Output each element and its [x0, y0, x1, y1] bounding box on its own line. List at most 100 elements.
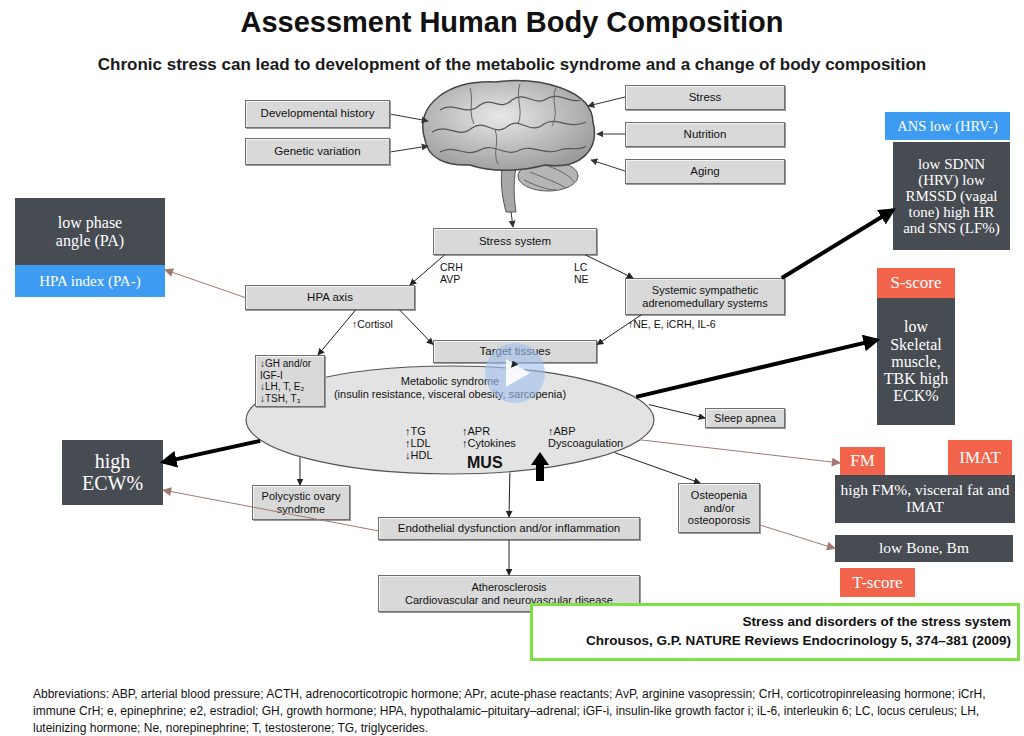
outcome-box: Osteopenia and/or osteoporosis: [678, 483, 760, 533]
flow-arrow: [410, 255, 445, 285]
node-text: Target tissues: [480, 345, 551, 358]
leader-line: [588, 97, 625, 106]
finding-box: high ECW%: [62, 440, 163, 505]
process-box: Target tissues: [433, 340, 597, 363]
flow-arrow: [299, 457, 300, 485]
input-box: Genetic variation: [245, 138, 390, 165]
cerebellum-folds: [524, 166, 574, 190]
node-text: Osteopenia and/or osteoporosis: [682, 489, 756, 527]
node-text: FM: [850, 451, 875, 471]
finding-box: low phase angle (PA): [15, 198, 165, 265]
node-text: S-score: [891, 273, 942, 293]
brain-illustration: [423, 81, 595, 212]
process-box: Systemic sympathetic adrenomedullary sys…: [625, 278, 785, 315]
node-text: MUS: [467, 454, 527, 472]
hormone-box: ↓GH and/or IGF-I↓LH, T, E₂↓TSH, T₃: [255, 355, 325, 407]
page-title: Assessment Human Body Composition: [0, 6, 1024, 39]
flow-arrow: [649, 405, 705, 418]
flow-arrow: [509, 473, 511, 517]
node-text: Aging: [690, 165, 719, 178]
node-text: low Skeletal muscle, TBK high ECK%: [883, 318, 949, 404]
outcome-box: Endothelial dysfunction and/or inflammat…: [378, 517, 640, 540]
node-text: ↑ABP Dyscoagulation: [548, 425, 628, 449]
outcome-box: Sleep apnea: [705, 408, 785, 428]
node-text: Stress and disorders of the stress syste…: [742, 613, 1011, 632]
input-leader-lines: [390, 97, 625, 227]
node-text: low phase angle (PA): [43, 214, 138, 249]
abbreviation-note: Abbreviations: ABP, arterial blood press…: [33, 686, 1008, 736]
signal-label: ↑Cortisol: [352, 318, 422, 330]
node-text: Stress system: [479, 235, 551, 248]
brain-stem: [501, 168, 516, 212]
flow-arrow: [586, 255, 633, 278]
score-badge: FM: [840, 447, 885, 475]
subtitle: Chronic stress can lead to development o…: [0, 55, 1024, 75]
node-text: low SDNN (HRV) low RMSSD (vagal tone) hi…: [898, 156, 1006, 237]
brain-sulci: [470, 84, 556, 164]
link-arrow: [760, 525, 835, 549]
input-box: Stress: [625, 85, 785, 110]
signal-label: LC NE: [574, 261, 600, 285]
node-text: Stress: [689, 91, 722, 104]
flow-arrow: [615, 453, 700, 483]
node-text: Sleep apnea: [714, 412, 776, 425]
finding-box: high FM%, visceral fat and IMAT: [835, 475, 1015, 523]
thick-arrow: [163, 441, 260, 462]
index-badge: ANS low (HRV-): [885, 112, 1010, 140]
node-text: ↓TSH, T₃: [260, 393, 301, 405]
leader-line: [591, 160, 625, 171]
edge-group: [163, 210, 893, 575]
node-text: HPA axis: [307, 291, 353, 304]
process-box: Stress system: [433, 228, 597, 255]
leader-line: [597, 134, 625, 135]
node-text: low Bone, Bm: [879, 540, 969, 557]
brain-gyri: [440, 146, 586, 153]
score-badge: S-score: [877, 268, 955, 298]
node-text: Chrousos, G.P. NATURE Reviews Endocrinol…: [586, 632, 1011, 651]
signal-label: CRH AVP: [440, 261, 472, 285]
input-box: Aging: [625, 159, 785, 184]
node-text: Atherosclerosis: [471, 581, 546, 594]
input-box: Nutrition: [625, 122, 785, 147]
finding-box: low Skeletal muscle, TBK high ECK%: [877, 298, 955, 425]
input-box: Developmental history: [245, 100, 390, 128]
leader-line: [511, 212, 513, 227]
flow-arrow: [318, 310, 356, 355]
node-text: Polycystic ovary syndrome: [259, 490, 343, 515]
index-badge: HPA index (PA-): [15, 265, 165, 297]
link-arrow: [165, 270, 245, 298]
node-text: ↑APR ↑Cytokines: [462, 425, 526, 449]
leader-line: [390, 146, 428, 152]
node-text: Genetic variation: [274, 145, 360, 158]
node-text: high FM%, visceral fat and IMAT: [839, 482, 1011, 515]
link-arrow: [640, 440, 840, 463]
leader-line: [390, 114, 428, 121]
process-box: HPA axis: [245, 285, 415, 310]
thick-arrow: [636, 340, 877, 397]
node-text: Endothelial dysfunction and/or inflammat…: [398, 522, 620, 535]
finding-box: low Bone, Bm: [835, 535, 1013, 562]
node-text: ↓LH, T, E₂: [260, 381, 304, 393]
node-text: ANS low (HRV-): [897, 118, 998, 135]
ellipse-shape: [246, 366, 654, 474]
node-text: Systemic sympathetic adrenomedullary sys…: [630, 284, 780, 309]
node-text: Nutrition: [684, 128, 727, 141]
flow-arrow: [512, 363, 516, 367]
node-text: HPA index (PA-): [39, 273, 140, 290]
node-text: ↓GH and/or IGF-I: [260, 358, 322, 381]
flow-arrow: [509, 540, 510, 575]
finding-box: low SDNN (HRV) low RMSSD (vagal tone) hi…: [893, 142, 1010, 250]
flow-arrow: [400, 310, 433, 345]
node-text: high ECW%: [73, 451, 153, 494]
node-text: Developmental history: [261, 107, 375, 120]
reference-box: Stress and disorders of the stress syste…: [530, 603, 1020, 661]
node-text: T-score: [852, 573, 902, 593]
outcome-box: Polycystic ovary syndrome: [252, 485, 350, 520]
node-text: IMAT: [959, 448, 1001, 468]
node-text: ↑TG ↑LDL ↓HDL: [405, 425, 441, 461]
score-badge: T-score: [840, 568, 915, 597]
cerebrum: [423, 81, 595, 171]
signal-label: ↑NE, E, iCRH, IL-6: [628, 318, 768, 330]
score-badge: IMAT: [948, 440, 1012, 475]
